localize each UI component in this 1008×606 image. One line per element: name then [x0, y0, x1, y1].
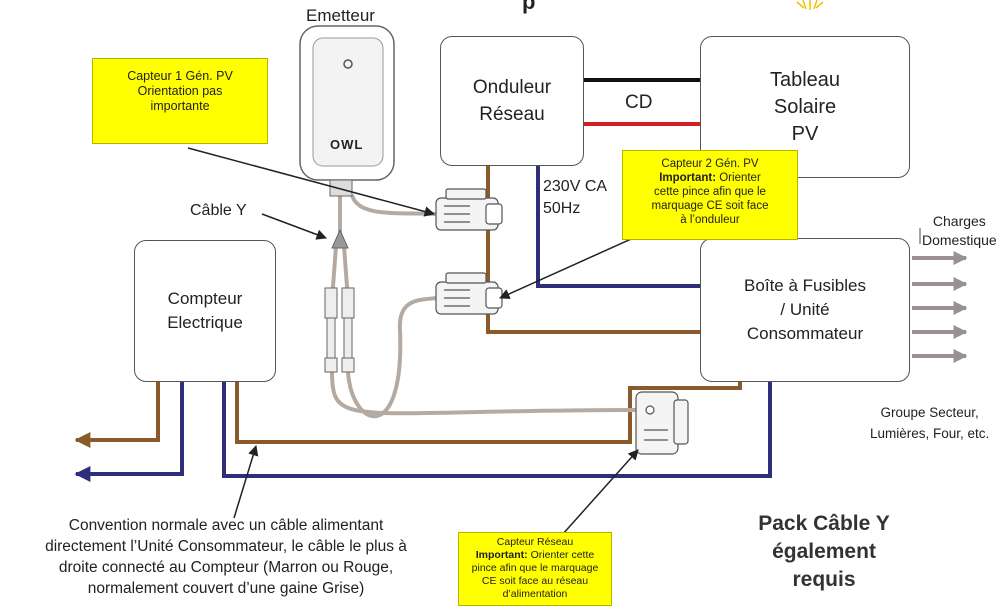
fusebox-box: Boîte à Fusibles / Unité Consommateur — [700, 238, 910, 382]
grid-sensor-line-1-text: Orienter cette — [527, 549, 595, 561]
grid-sensor-callout-arrow — [561, 449, 639, 536]
ac-voltage-label: 230V CA — [543, 178, 608, 195]
convention-line-3: droite connecté au Compteur (Marron ou R… — [58, 559, 394, 576]
inverter-line-1: Onduleur — [472, 77, 552, 98]
supply-blue-wire — [74, 382, 184, 482]
load-groups-label: Groupe Secteur, Lumières, Four, etc. — [870, 402, 989, 444]
grid-sensor-note: Capteur Réseau Important: Orienter cette… — [458, 532, 612, 606]
convention-line-1: Convention normale avec un câble aliment… — [68, 517, 384, 534]
inverter-line-2: Réseau — [479, 104, 545, 125]
convention-callout-arrow — [233, 444, 259, 519]
emitter-label: Emetteur — [306, 6, 375, 25]
cable-y-label: Câble Y — [190, 202, 247, 219]
convention-line-2: directement l’Unité Consommateur, le câb… — [45, 538, 407, 555]
ac-frequency-label: 50Hz — [543, 200, 581, 217]
current-clamp-icon — [435, 272, 503, 315]
sensor2-line-3: marquage CE soit face — [651, 200, 769, 212]
supply-brown-wire — [74, 382, 160, 448]
inverter-ac-blue-wire — [536, 166, 700, 288]
current-clamp-icon — [435, 188, 503, 231]
grid-sensor-title: Capteur Réseau — [496, 536, 574, 548]
meter-line-2: Electrique — [167, 313, 243, 332]
grid-sensor-line-1: Important: Orienter cette — [459, 549, 611, 562]
dc-label: CD — [625, 92, 653, 113]
sensor1-line-1: Capteur 1 Gén. PV — [127, 69, 233, 83]
owl-logo: OWL — [330, 137, 364, 152]
pack-line-2: également — [772, 540, 876, 563]
fusebox-line-2: / Unité — [780, 300, 830, 319]
convention-text: Convention normale avec un câble aliment… — [0, 515, 452, 599]
sensor1-note: Capteur 1 Gén. PV Orientation pas import… — [92, 58, 268, 144]
sensor1-callout-arrow — [187, 147, 436, 217]
grid-sensor-cable — [330, 371, 641, 416]
sensor1-line-3: importante — [150, 99, 210, 113]
sensor1-line-2: Orientation pas — [137, 84, 223, 98]
sensor2-note: Capteur 2 Gén. PV Important: Orienter ce… — [622, 150, 798, 240]
loads-line-2: Domestique — [922, 232, 997, 248]
loads-label: Charges Domestique — [922, 212, 997, 250]
convention-line-4: normalement couvert d’une gaine Grise) — [87, 580, 365, 597]
grid-sensor-important: Important: — [475, 549, 528, 561]
inverter-box: Onduleur Réseau — [440, 36, 584, 166]
load-groups-line-1: Groupe Secteur, — [880, 405, 979, 420]
sensor2-line-1: Important: Orienter — [623, 171, 797, 185]
pack-text: Pack Câble Y également requis — [734, 510, 914, 594]
meter-line-1: Compteur — [167, 289, 243, 308]
owl-transmitter-icon — [299, 25, 395, 197]
grid-sensor-line-3: CE soit face au réseau — [481, 575, 589, 587]
grid-sensor-line-4: d’alimentation — [502, 588, 568, 600]
fusebox-line-3: Consommateur — [746, 324, 864, 343]
sensor2-callout-arrow — [499, 234, 641, 299]
fusebox-line-1: Boîte à Fusibles — [744, 276, 866, 295]
meter-brown-wire — [235, 382, 742, 444]
meter-blue-wire — [222, 382, 772, 478]
solar-panel-line-2: Solaire — [773, 95, 837, 118]
plug-icon — [324, 287, 355, 373]
sensor2-line-4: à l’onduleur — [680, 214, 740, 226]
page-title-partial: p — [522, 0, 536, 14]
sensor2-line-1-text: Orienter — [716, 172, 761, 184]
loads-line-1: Charges — [932, 213, 986, 229]
sensor2-cable — [346, 296, 438, 419]
meter-box: Compteur Electrique — [134, 240, 276, 382]
current-clamp-icon — [635, 391, 689, 455]
cable-y-callout-arrow — [261, 213, 327, 240]
sensor2-line-2: cette pince afin que le — [654, 186, 766, 198]
sensor2-important: Important: — [659, 172, 717, 184]
sensor2-title: Capteur 2 Gén. PV — [661, 158, 759, 170]
sun-icon — [796, 0, 824, 10]
solar-panel-line-1: Tableau — [769, 68, 841, 91]
solar-panel-line-3: PV — [791, 122, 819, 145]
pack-line-1: Pack Câble Y — [758, 512, 890, 535]
pack-line-3: requis — [792, 568, 856, 591]
grid-sensor-line-2: pince afin que le marquage — [471, 562, 599, 574]
y-splitter-icon — [331, 228, 349, 249]
load-groups-line-2: Lumières, Four, etc. — [870, 426, 990, 441]
